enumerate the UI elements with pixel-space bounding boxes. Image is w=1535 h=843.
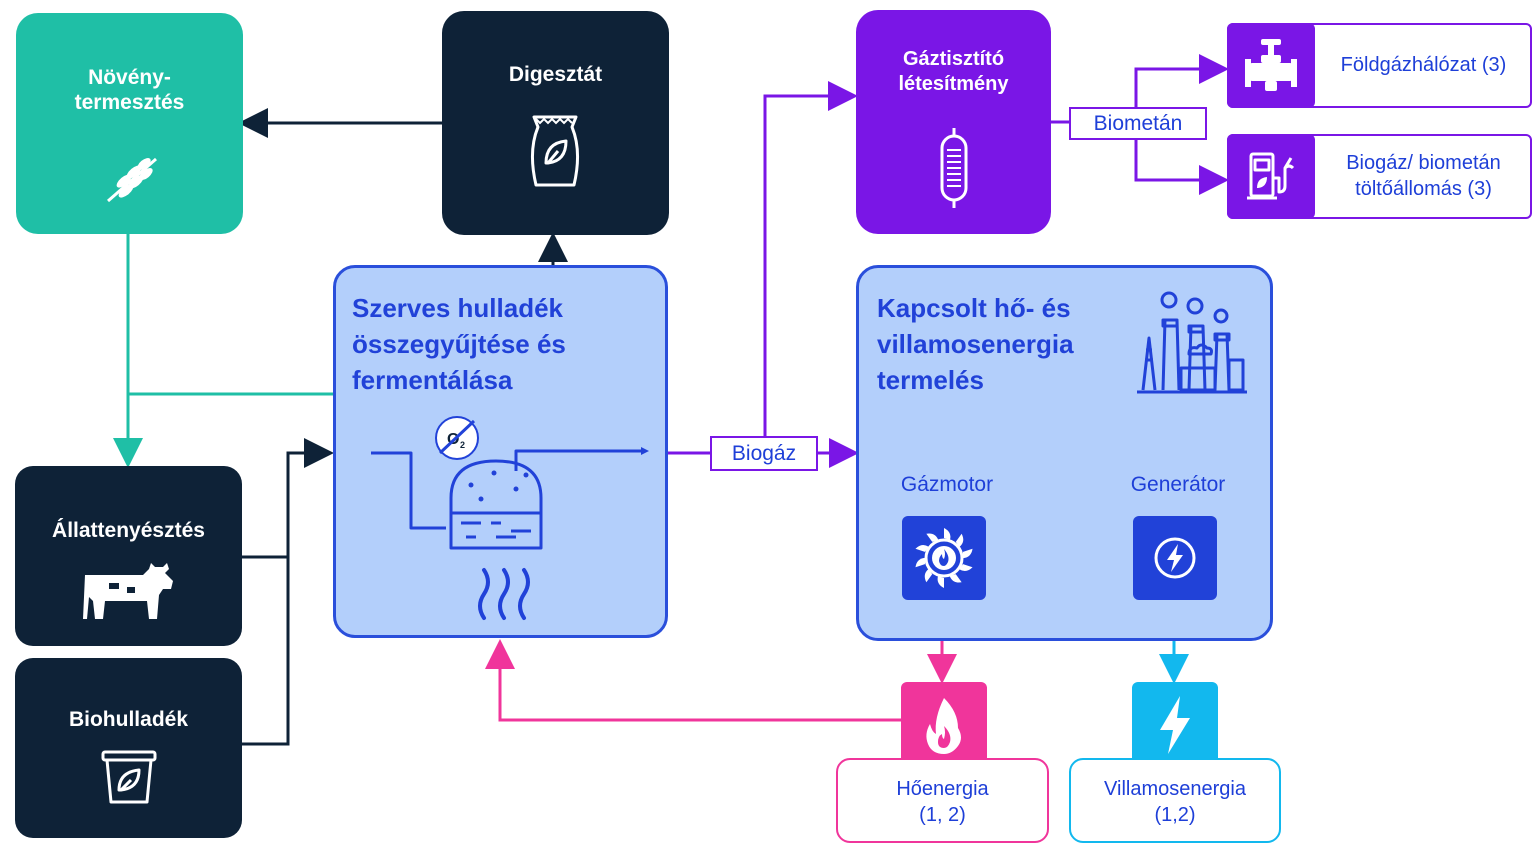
gas-cleaning-line2: létesítmény	[898, 73, 1009, 95]
heat-icon-box	[901, 682, 987, 768]
wheat-icon	[107, 157, 157, 203]
gas-grid-label: Földgázhálózat (3)	[1340, 54, 1507, 76]
crop-production-node: Növény- termesztés	[16, 13, 243, 234]
livestock-label: Állattenyésztés	[52, 519, 205, 542]
heat-output-node: Hőenergia (1, 2)	[836, 758, 1049, 843]
fertilizer-bag-icon	[531, 115, 579, 187]
heat-line1: Hőenergia	[896, 778, 989, 800]
heat-line2: (1, 2)	[919, 804, 966, 826]
crop-label-line2: termesztés	[74, 91, 185, 114]
filling-station-line2: töltőállomás (3)	[1355, 178, 1492, 200]
fermentation-node: Szerves hulladék összegyűjtése és fermen…	[333, 265, 668, 638]
filling-station-node: Biogáz/ biometán töltőállomás (3)	[1227, 134, 1532, 219]
edge-biomethane-station	[1134, 139, 1229, 195]
fuel-pump-icon	[1247, 152, 1295, 200]
crop-label-line1: Növény-	[88, 66, 171, 89]
anaerobic-no-oxygen-icon: O 2	[435, 416, 479, 460]
chp-line3: termelés	[877, 365, 984, 395]
edge-biowaste-fermentation	[242, 557, 290, 746]
edge-biomethane-grid	[1134, 54, 1229, 107]
chp-line1: Kapcsolt hő- és	[877, 293, 1071, 323]
chp-line2: villamosenergia	[877, 329, 1074, 359]
digester-icon	[371, 447, 649, 550]
filling-station-icon-box	[1227, 134, 1315, 219]
livestock-node: Állattenyésztés	[15, 466, 242, 646]
turbine-icon	[915, 528, 973, 588]
engine-label: Gázmotor	[900, 473, 994, 496]
filling-station-line1: Biogáz/ biometán	[1346, 152, 1501, 174]
biomethane-label: Biometán	[1069, 107, 1207, 140]
flame-icon	[926, 698, 961, 754]
biowaste-node: Biohulladék	[15, 658, 242, 838]
edge-biogas-cleaning	[763, 81, 858, 453]
electricity-output-node: Villamosenergia (1,2)	[1069, 758, 1281, 843]
electricity-icon-box	[1132, 682, 1218, 768]
heat-waves-icon	[478, 568, 530, 620]
fermentation-line3: fermentálása	[352, 365, 513, 395]
gas-cleaning-line1: Gáztisztító	[902, 48, 1005, 70]
gas-grid-icon-box	[1227, 23, 1315, 108]
svg-text:2: 2	[460, 440, 465, 450]
fermentation-line2: összegyűjtése és	[352, 329, 566, 359]
compost-bin-icon	[101, 750, 157, 804]
digestate-node: Digesztát	[442, 11, 669, 235]
lightning-icon	[1154, 537, 1196, 579]
generator-label: Generátor	[1130, 473, 1226, 496]
electricity-line2: (1,2)	[1154, 804, 1196, 826]
biogas-label: Biogáz	[710, 436, 818, 471]
edge-heat-fermentation	[485, 639, 901, 722]
pipeline-valve-icon	[1245, 39, 1297, 91]
fermentation-line1: Szerves hulladék	[352, 293, 563, 323]
biowaste-label: Biohulladék	[68, 708, 189, 731]
filling-station-label: Biogáz/ biometán töltőállomás (3)	[1317, 150, 1530, 202]
digestate-label: Digesztát	[508, 63, 603, 86]
bolt-icon	[1160, 696, 1190, 754]
generator-icon-box	[1133, 516, 1217, 600]
edge-livestock-fermentation	[242, 438, 334, 559]
gas-grid-node: Földgázhálózat (3)	[1227, 23, 1532, 108]
chp-node: Kapcsolt hő- és villamosenergia termelés…	[856, 265, 1273, 641]
cow-icon	[83, 563, 173, 619]
factory-icon	[1137, 291, 1247, 394]
electricity-line1: Villamosenergia	[1104, 778, 1246, 800]
gas-tank-icon	[940, 128, 968, 208]
engine-icon-box	[902, 516, 986, 600]
gas-cleaning-node: Gáztisztító létesítmény	[856, 10, 1051, 234]
